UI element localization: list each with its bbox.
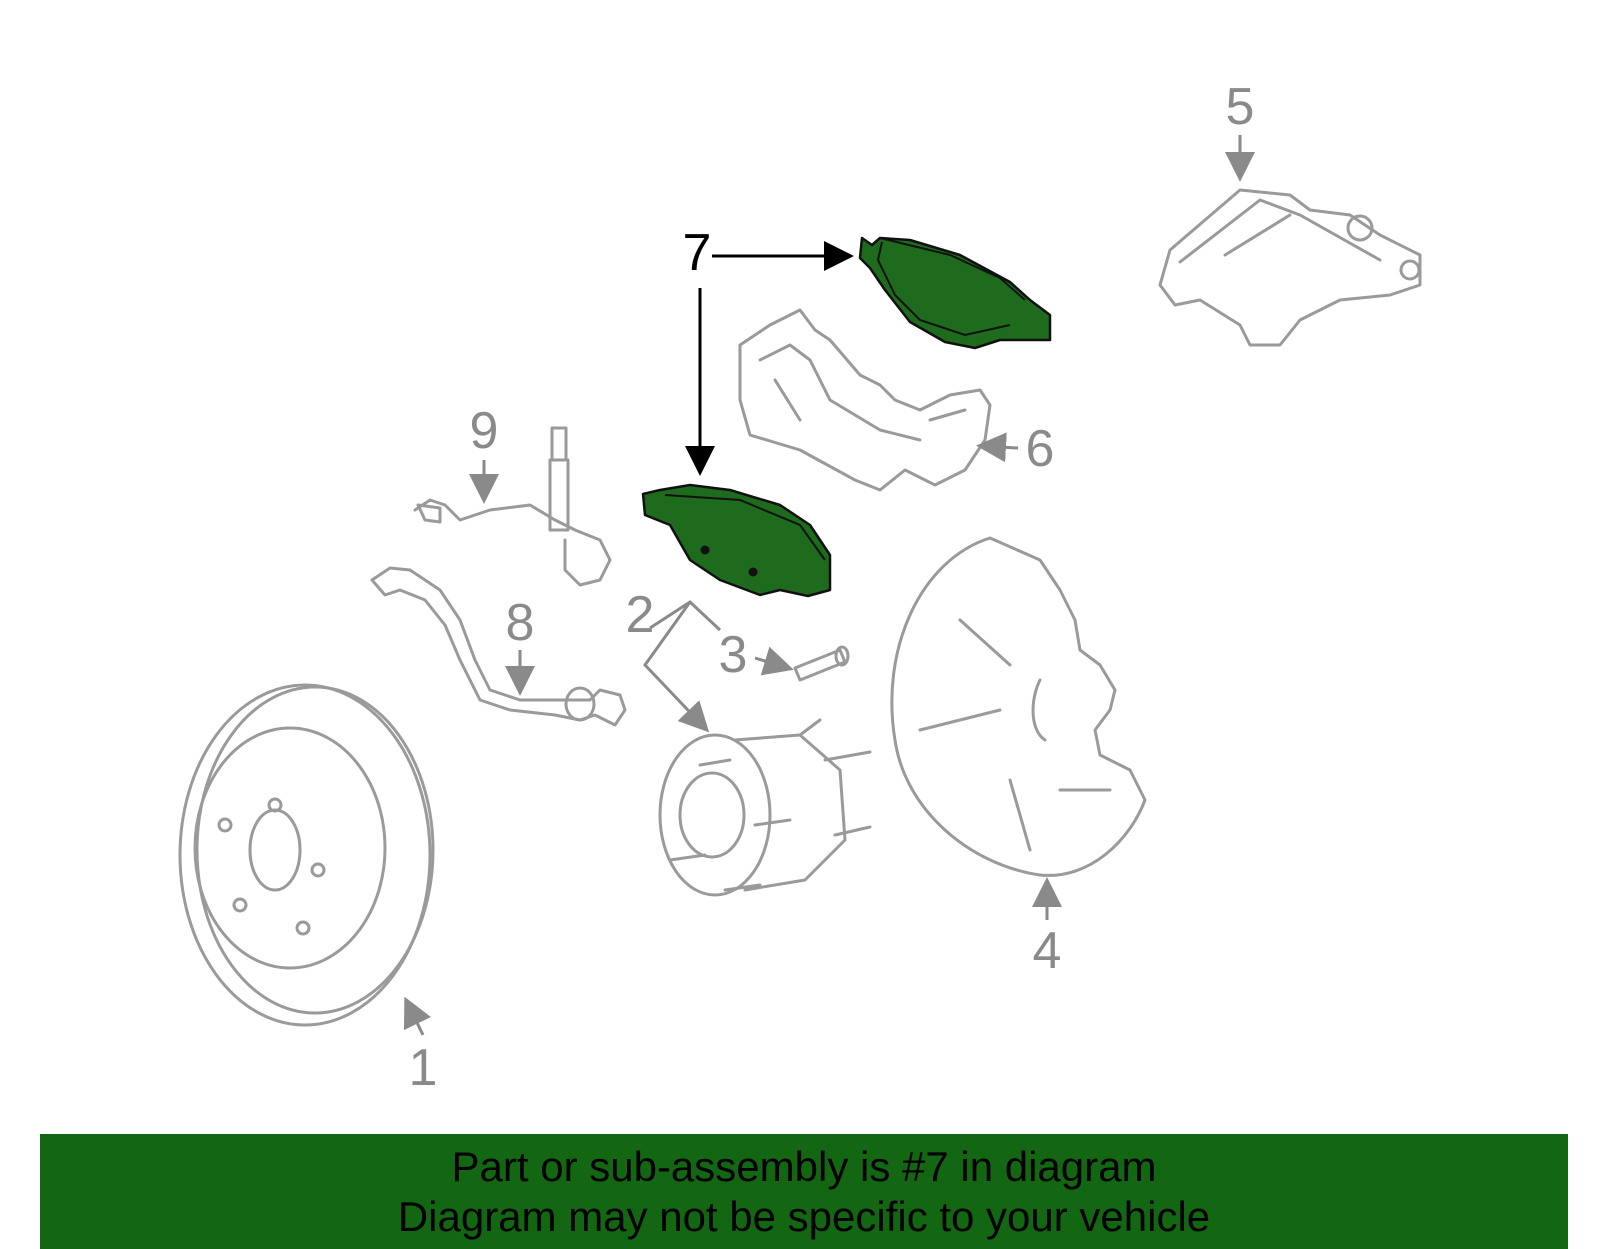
- banner-line-2: Diagram may not be specific to your vehi…: [397, 1192, 1211, 1240]
- callout-7: 7: [683, 224, 854, 476]
- svg-text:9: 9: [470, 402, 499, 460]
- banner-line-1: Part or sub-assembly is #7 in diagram: [451, 1142, 1157, 1190]
- splash-shield: [890, 536, 1147, 877]
- svg-text:8: 8: [506, 594, 535, 652]
- callout-6: 6: [976, 420, 1055, 478]
- callout-4: 4: [1032, 877, 1062, 980]
- abs-wheel-speed-sensor: [370, 566, 627, 727]
- callout-5: 5: [1225, 78, 1255, 182]
- svg-text:4: 4: [1033, 922, 1062, 980]
- callout-1: 1: [403, 996, 438, 1097]
- svg-text:1: 1: [409, 1039, 438, 1097]
- brake-rotor: [178, 683, 435, 1027]
- brake-hose: [413, 426, 612, 587]
- part-info-banner: Part or sub-assembly is #7 in diagram Di…: [40, 1134, 1568, 1249]
- svg-text:3: 3: [719, 626, 748, 684]
- brake-pad-lower[interactable]: [641, 483, 832, 598]
- svg-text:7: 7: [683, 224, 712, 282]
- callout-9: 9: [469, 402, 499, 504]
- bolt: [793, 645, 850, 682]
- svg-text:2: 2: [626, 586, 655, 644]
- svg-text:5: 5: [1226, 78, 1255, 136]
- brake-caliper: [1158, 188, 1422, 347]
- callout-8: 8: [505, 594, 535, 696]
- hub-bearing-assembly: [658, 718, 872, 897]
- brake-pad-upper[interactable]: [858, 236, 1052, 350]
- callout-2: 2: [626, 586, 722, 733]
- caliper-bracket: [738, 308, 992, 492]
- svg-text:6: 6: [1026, 420, 1055, 478]
- callout-3: 3: [719, 626, 794, 684]
